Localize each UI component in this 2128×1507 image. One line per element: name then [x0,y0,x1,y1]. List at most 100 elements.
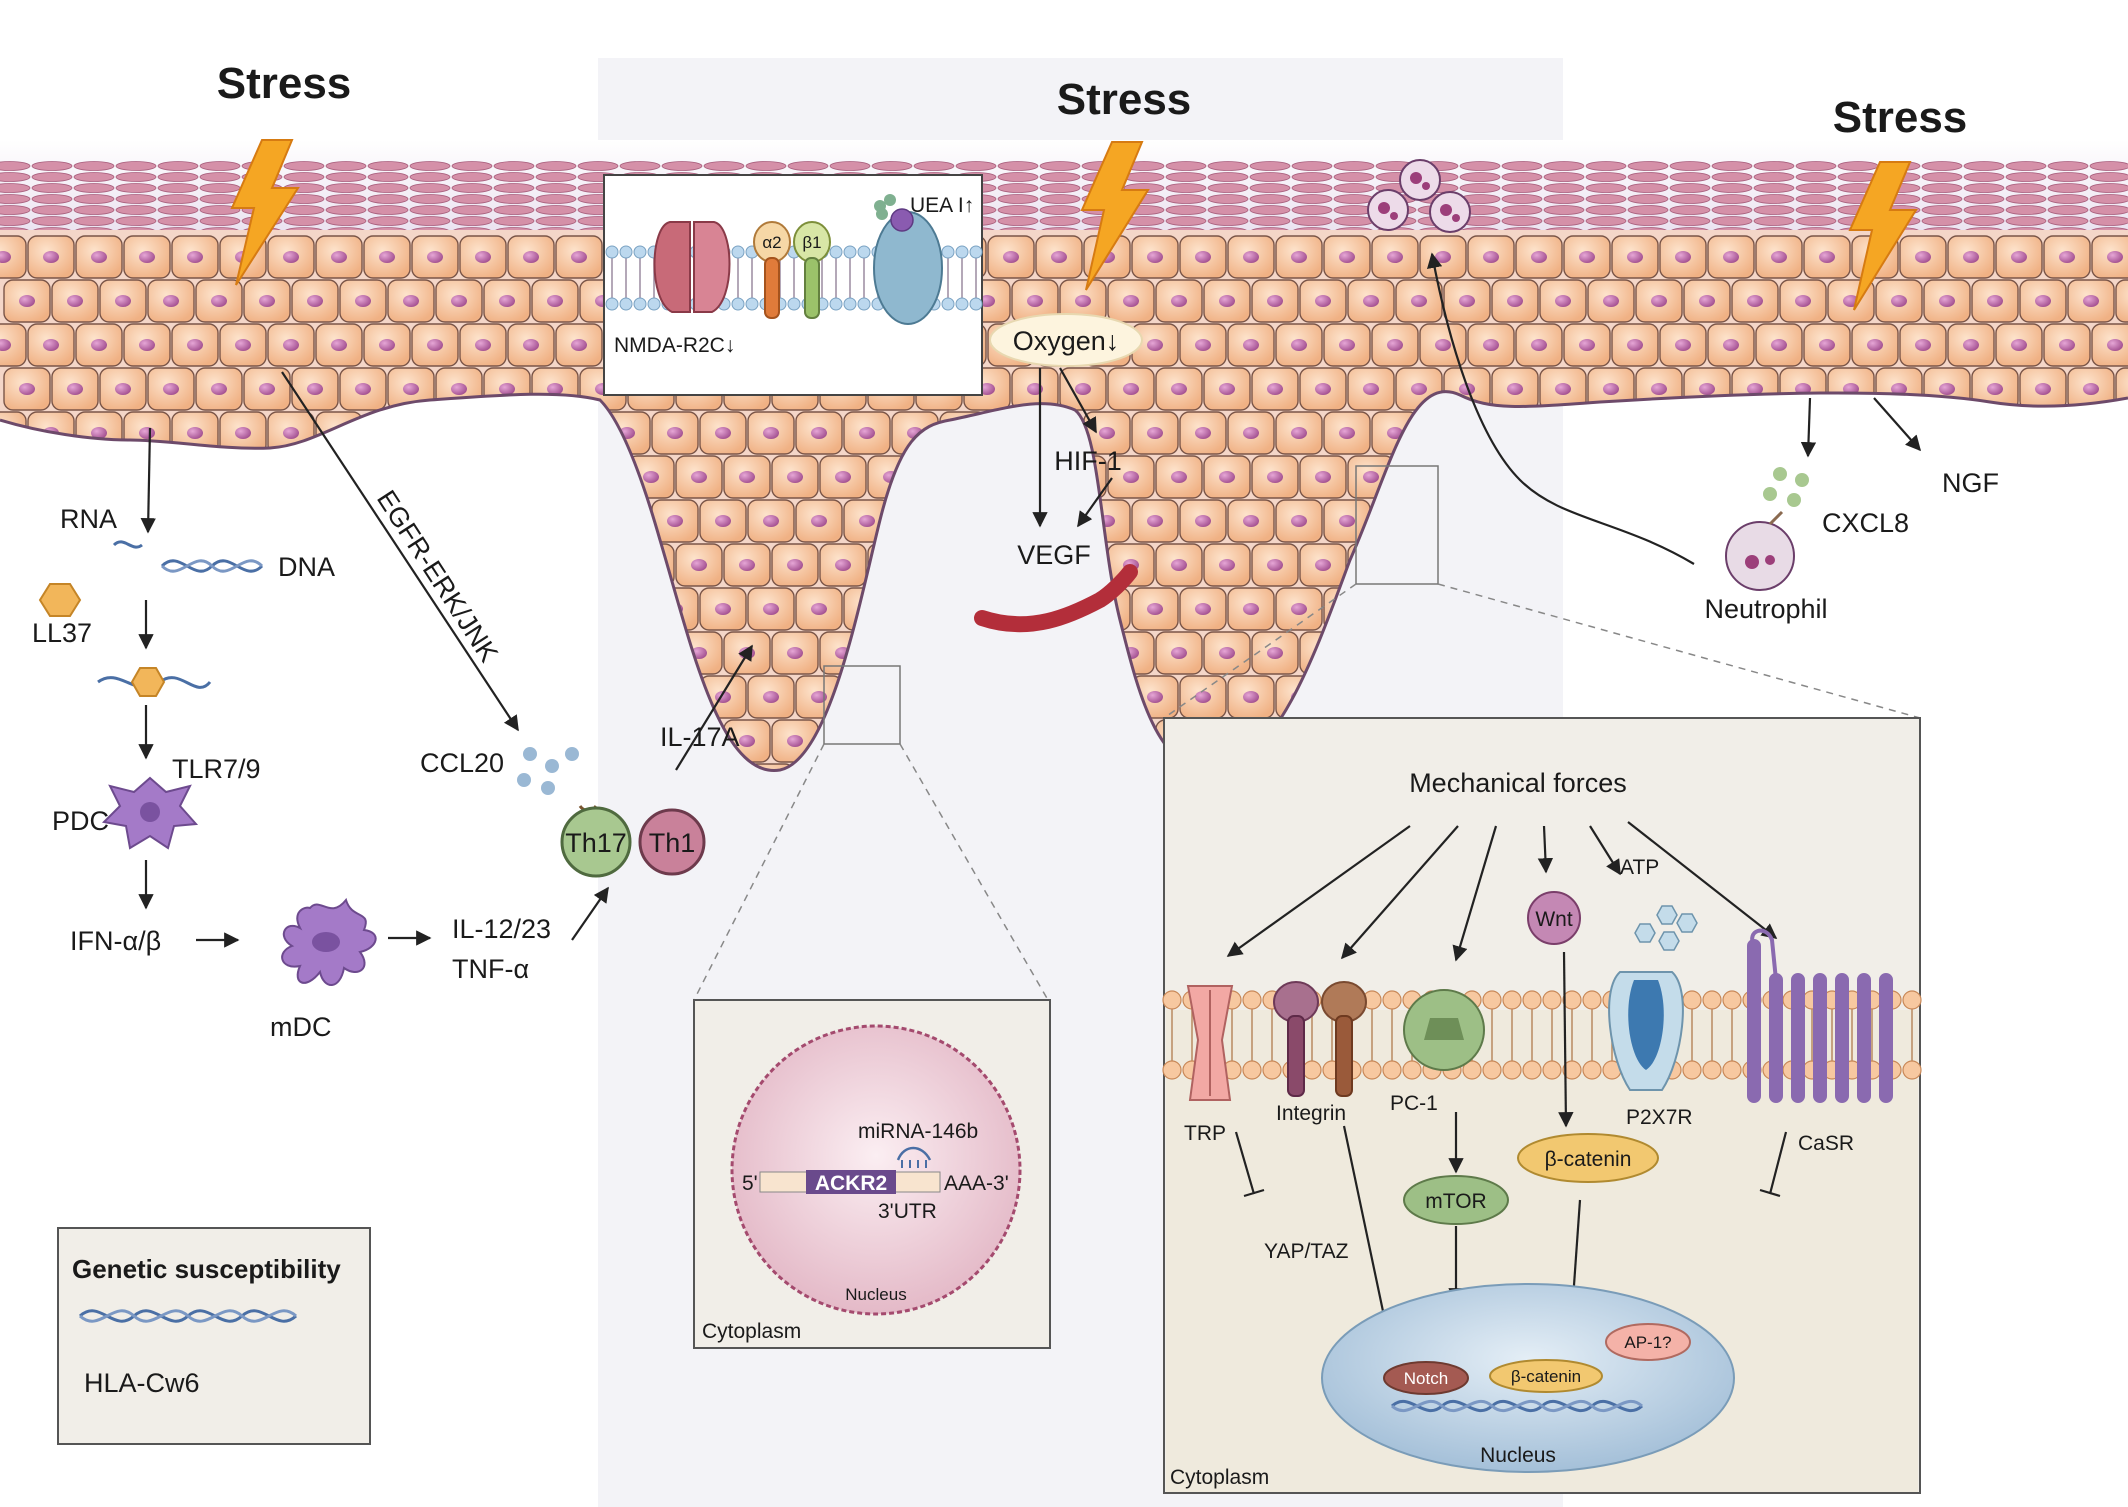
keratinocyte-cell [1371,235,1419,279]
corneocyte [535,172,577,182]
keratinocyte-cell [267,675,315,719]
keratinocyte-cell [2019,631,2067,675]
keratinocyte-cell [411,675,459,719]
corneocyte [1711,194,1753,204]
corneocyte [1165,172,1207,182]
corneocyte [1207,194,1249,204]
keratinocyte-cell [1035,235,1083,279]
corneocyte [1207,205,1249,215]
mirna-label: miRNA-146b [858,1120,978,1143]
corneocyte [1207,172,1249,182]
corneocyte [1753,194,1795,204]
corneocyte [1711,172,1753,182]
zoom-region-left [823,665,901,745]
corneocyte [0,205,31,215]
corneocyte [409,183,451,193]
keratinocyte-cell [171,235,219,279]
keratinocyte-cell [1899,587,1947,631]
keratinocyte-cell [411,235,459,279]
corneocyte [1501,216,1543,226]
corneocyte [2089,161,2128,171]
keratinocyte-cell [1179,235,1227,279]
keratinocyte-cell [1875,543,1923,587]
keratinocyte-cell [3,279,51,323]
five-prime-label: 5' [742,1172,758,1195]
keratinocyte-cell [1995,675,2043,719]
corneocyte [283,172,325,182]
corneocyte [283,216,325,226]
keratinocyte-cell [1971,631,2019,675]
keratinocyte-cell [1371,323,1419,367]
keratinocyte-cell [1275,587,1323,631]
corneocyte [451,172,493,182]
keratinocyte-cell [123,323,171,367]
keratinocyte-cell [1395,279,1443,323]
keratinocyte-cell [291,455,339,499]
corneocyte [409,172,451,182]
corneocyte [1585,205,1627,215]
keratinocyte-cell [1587,543,1635,587]
corneocyte [1291,172,1333,182]
keratinocyte-cell [1659,235,1707,279]
keratinocyte-cell [1755,675,1803,719]
keratinocyte-cell [1107,279,1155,323]
keratinocyte-cell [1947,499,1995,543]
th17-cell-icon [560,805,632,878]
keratinocyte-cell [555,235,603,279]
keratinocyte-cell [795,587,843,631]
keratinocyte-cell [99,455,147,499]
keratinocyte-cell [2019,367,2067,411]
corneocyte [325,216,367,226]
corneocyte [1165,194,1207,204]
corneocyte [199,216,241,226]
keratinocyte-cell [1683,367,1731,411]
keratinocyte-cell [1515,235,1563,279]
corneocyte [1585,161,1627,171]
left-pathway-arrows [138,371,753,948]
keratinocyte-cell [1299,543,1347,587]
keratinocyte-cell [555,763,603,771]
keratinocyte-cell [2115,455,2128,499]
keratinocyte-cell [2115,543,2128,587]
keratinocyte-cell [1587,279,1635,323]
keratinocyte-cell [1995,587,2043,631]
stratum-corneum [0,161,2128,237]
keratinocyte-cell [2091,323,2128,367]
keratinocyte-cell [1203,279,1251,323]
corneocyte [1249,161,1291,171]
corneocyte [0,172,31,182]
keratinocyte-cell [795,411,843,455]
keratinocyte-cell [219,411,267,455]
keratinocyte-cell [1587,631,1635,675]
keratinocyte-cell [0,499,27,543]
vegf-label: VEGF [1017,540,1091,570]
corneocyte [1921,161,1963,171]
keratinocyte-cell [1251,631,1299,675]
corneocyte [1921,216,1963,226]
mech-nucleus-label: Nucleus [1480,1444,1556,1467]
keratinocyte-cell [1827,367,1875,411]
corneocyte [1333,183,1375,193]
corneocyte [367,183,409,193]
keratinocyte-cell [2067,279,2115,323]
keratinocyte-cell [1155,279,1203,323]
keratinocyte-cell [1611,323,1659,367]
keratinocyte-cell [459,499,507,543]
keratinocyte-cell [1251,543,1299,587]
corneocyte [1039,161,1081,171]
yap-label: YAP/TAZ [1264,1240,1349,1263]
keratinocyte-cell [1323,235,1371,279]
corneocyte [2005,172,2047,182]
keratinocyte-cell [1827,543,1875,587]
corneocyte [1711,216,1753,226]
keratinocyte-cell [195,631,243,675]
keratinocyte-cell [531,543,579,587]
keratinocyte-cell [1203,543,1251,587]
keratinocyte-cell [1779,279,1827,323]
corneocyte [1501,194,1543,204]
keratinocyte-cell [0,587,27,631]
keratinocyte-cell [363,587,411,631]
keratinocyte-cell [1131,587,1179,631]
corneocyte [1249,194,1291,204]
keratinocyte-cell [747,411,795,455]
